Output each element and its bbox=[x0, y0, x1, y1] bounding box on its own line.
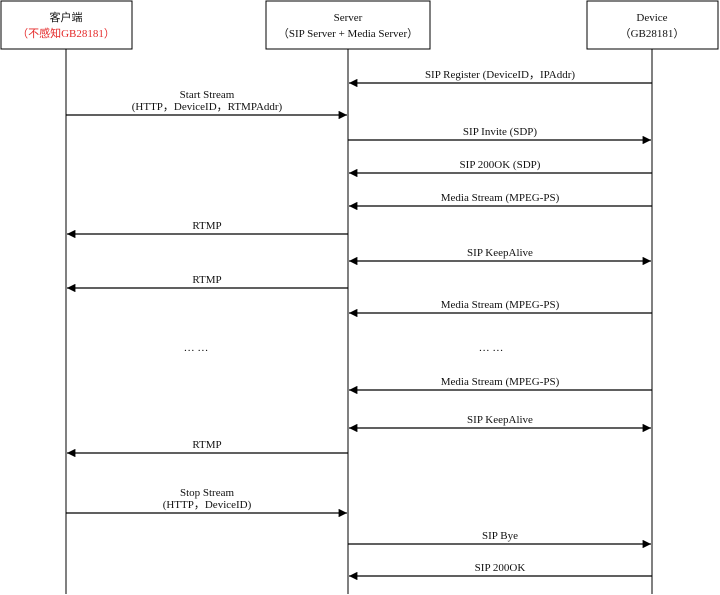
message-label: Media Stream (MPEG-PS) bbox=[441, 192, 560, 204]
participant-client-name: 客户端 bbox=[50, 10, 83, 24]
message-label: SIP KeepAlive bbox=[467, 247, 533, 259]
participant-server-name: Server bbox=[334, 12, 363, 24]
ellipsis-server-device: … … bbox=[479, 342, 504, 354]
participant-device: Device （GB28181） bbox=[586, 0, 719, 50]
message-label: Media Stream (MPEG-PS) bbox=[441, 299, 560, 311]
participant-server-note: （SIP Server + Media Server） bbox=[278, 27, 418, 40]
message-label-detail: (HTTP，DeviceID) bbox=[163, 499, 252, 511]
message-list: SIP Register (DeviceID，IPAddr) Start Stre… bbox=[66, 69, 652, 581]
message-label: SIP Register (DeviceID，IPAddr) bbox=[425, 69, 575, 81]
participant-server: Server （SIP Server + Media Server） bbox=[265, 0, 431, 50]
message-label: RTMP bbox=[192, 439, 221, 451]
participant-client-note: （不感知GB28181） bbox=[17, 26, 115, 40]
message-label: SIP 200OK (SDP) bbox=[460, 159, 541, 171]
message-label: RTMP bbox=[192, 220, 221, 232]
message-label: SIP Invite (SDP) bbox=[463, 126, 537, 138]
participant-device-note: （GB28181） bbox=[620, 27, 685, 40]
message-label-detail: (HTTP，DeviceID，RTMPAddr) bbox=[132, 101, 283, 113]
message-label: RTMP bbox=[192, 274, 221, 286]
participant-client: 客户端 （不感知GB28181） bbox=[0, 0, 133, 50]
message-label: Media Stream (MPEG-PS) bbox=[441, 376, 560, 388]
message-label: Start Stream bbox=[180, 89, 235, 101]
message-label: SIP 200OK bbox=[475, 562, 526, 574]
participant-device-name: Device bbox=[636, 12, 667, 24]
message-label: SIP Bye bbox=[482, 530, 518, 542]
message-label: Stop Stream bbox=[180, 487, 235, 499]
ellipsis-client-server: … … bbox=[184, 342, 209, 354]
message-label: SIP KeepAlive bbox=[467, 414, 533, 426]
